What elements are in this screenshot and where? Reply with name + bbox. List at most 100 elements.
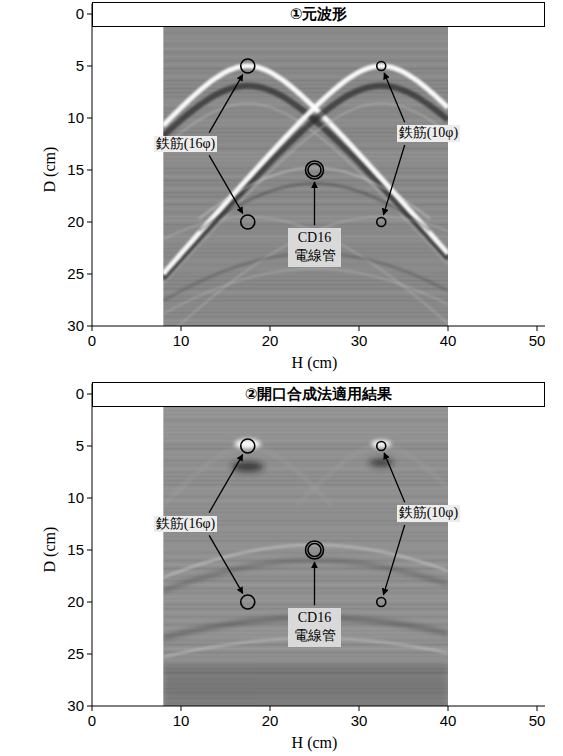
noise-stripe [163, 592, 448, 594]
y-tick [87, 274, 92, 275]
axes [87, 4, 545, 331]
noise-stripe [163, 164, 448, 166]
conduit-label: CD16 電線管 [291, 229, 339, 265]
noise-stripe [163, 460, 448, 462]
x-tick-label-holder: 40 [440, 332, 457, 350]
noise-stripe [163, 320, 448, 322]
y-tick-label-holder: 15 [67, 161, 84, 179]
x-tick-label: 10 [173, 332, 190, 350]
panel-title: ①元波形 [97, 5, 540, 24]
noise-stripe [163, 660, 448, 662]
image-ground [163, 4, 448, 326]
y-tick-label-holder: 25 [67, 265, 84, 283]
y-tick-label: 0 [76, 5, 84, 23]
noise-stripe [163, 28, 448, 30]
focused-reflection [232, 462, 264, 472]
x-tick-label: 30 [351, 712, 368, 730]
noise-stripe [163, 472, 448, 474]
panel-title: ②開口合成法適用結果 [97, 385, 540, 404]
leader-arrow [384, 453, 405, 502]
radar-image [163, 384, 448, 706]
y-tick-label: 30 [67, 697, 84, 715]
x-tick-label: 0 [88, 332, 96, 350]
noise-stripe [163, 188, 448, 190]
x-tick-label-holder: 10 [173, 712, 190, 730]
rebar-label-holder: 鉄筋(10φ) [397, 125, 460, 142]
noise-stripe [163, 600, 448, 602]
x-axis-title: H (cm) [292, 733, 338, 752]
noise-stripe [163, 540, 448, 542]
noise-stripe [163, 156, 448, 158]
y-tick-label: 20 [67, 593, 84, 611]
noise-stripe [163, 656, 448, 658]
x-tick [359, 706, 360, 711]
leader-arrow [383, 525, 404, 595]
conduit-tag: CD16 電線管 [288, 608, 342, 646]
leader-arrow [209, 75, 243, 133]
x-tick [92, 706, 93, 711]
x-tick-label-holder: 50 [529, 332, 546, 350]
target-circle [241, 439, 255, 453]
noise-stripe [163, 444, 448, 446]
y-tick-label-holder: 30 [67, 317, 84, 335]
target-circle [241, 595, 255, 609]
x-tick [181, 706, 182, 711]
noise-stripe [163, 408, 448, 410]
y-tick [87, 654, 92, 655]
y-tick [87, 706, 92, 707]
y-axis [92, 4, 93, 326]
noise-stripe [163, 56, 448, 58]
leader-arrow [384, 73, 405, 122]
target-circle [377, 598, 386, 607]
target-circle [241, 59, 255, 73]
noise-stripe [163, 456, 448, 458]
noise-stripe [163, 432, 448, 434]
y-tick-label: 15 [67, 161, 84, 179]
conduit-tag: CD16 電線管 [288, 228, 342, 266]
noise-stripe [163, 440, 448, 442]
x-tick-label: 40 [440, 332, 457, 350]
noise-stripe [163, 416, 448, 418]
leader-arrow [314, 182, 315, 225]
rebar-label-holder: 鉄筋(10φ) [397, 505, 460, 522]
noise-stripe [163, 424, 448, 426]
target-circle [377, 218, 386, 227]
x-tick-label: 0 [88, 712, 96, 730]
x-axis [92, 706, 545, 707]
noise-stripe [163, 40, 448, 42]
leader-arrow [209, 535, 243, 593]
y-tick-label: 20 [67, 213, 84, 231]
target-circle [306, 541, 324, 559]
noise-stripe [163, 580, 448, 582]
image-ground [163, 384, 448, 706]
target-circle [241, 215, 255, 229]
target-circle [308, 164, 321, 177]
x-tick [181, 326, 182, 331]
conduit-label: CD16 電線管 [291, 609, 339, 645]
noise-stripe [163, 428, 448, 430]
noise-stripe [163, 316, 448, 318]
x-tick-label: 50 [529, 332, 546, 350]
noise-stripe [163, 312, 448, 314]
y-tick-label: 30 [67, 317, 84, 335]
noise-stripe [163, 44, 448, 46]
y-tick-label-holder: 30 [67, 697, 84, 715]
x-tick-label-holder: 30 [351, 712, 368, 730]
noise-stripe [163, 436, 448, 438]
y-tick-label: 5 [76, 57, 84, 75]
y-tick-label-holder: 10 [67, 489, 84, 507]
leader-arrow [314, 562, 315, 605]
target-circle [377, 442, 386, 451]
x-tick-label: 50 [529, 712, 546, 730]
x-tick [359, 326, 360, 331]
x-tick-label: 20 [262, 712, 279, 730]
y-tick-label-holder: 25 [67, 645, 84, 663]
x-tick [448, 326, 449, 331]
y-tick [87, 170, 92, 171]
y-tick-label-holder: 5 [76, 57, 84, 75]
noise-stripe [163, 584, 448, 586]
y-tick [87, 118, 92, 119]
y-tick-label: 10 [67, 109, 84, 127]
noise-stripe [163, 568, 448, 570]
y-tick-label-holder: 20 [67, 213, 84, 231]
